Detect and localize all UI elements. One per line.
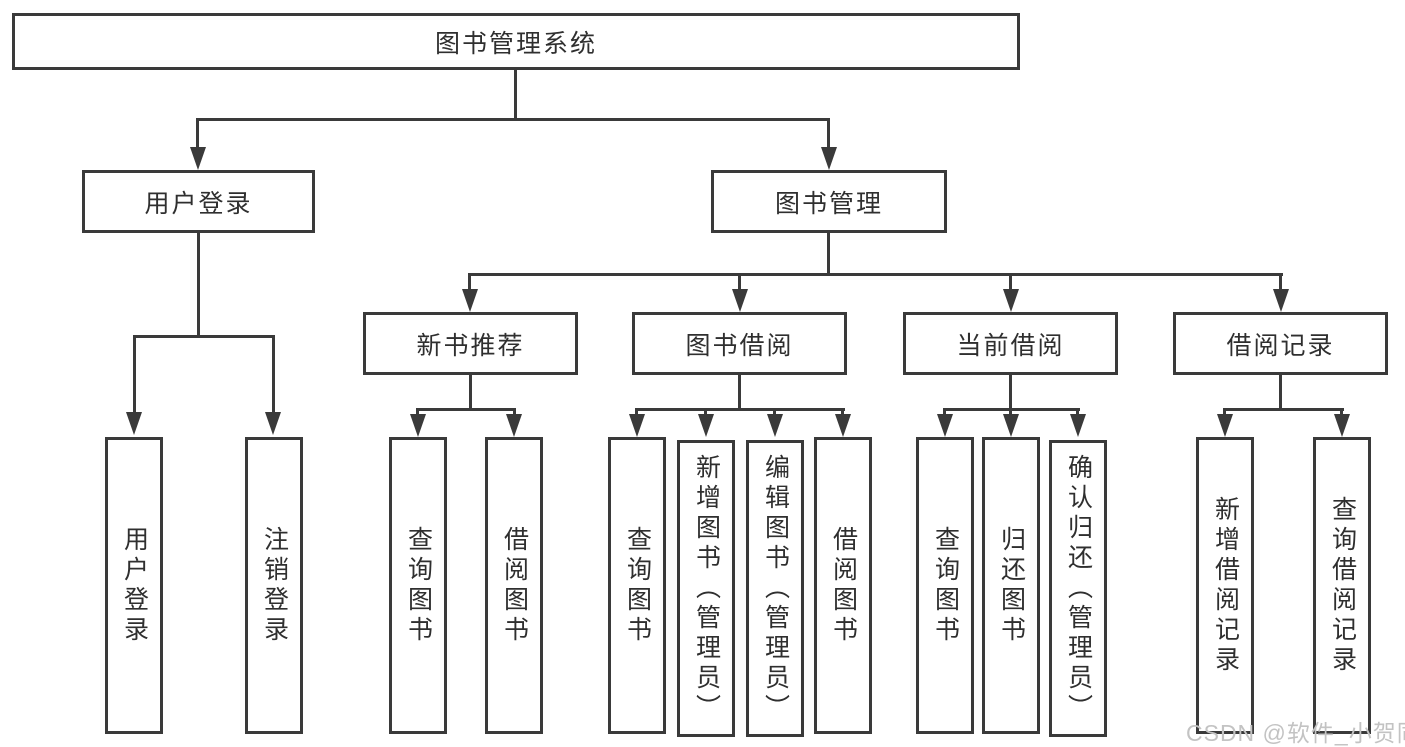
node-user-login-label: 用户登录 [144, 189, 253, 218]
arrowhead [190, 147, 206, 170]
connector-line [468, 273, 471, 291]
node-current-borrow-label: 当前借阅 [956, 331, 1065, 360]
connector-line [469, 375, 472, 408]
node-confirm-return-admin: 确认归还（管理员） [1049, 440, 1107, 737]
connector-line [1009, 273, 1012, 291]
connector-line [738, 273, 741, 291]
arrowhead [462, 289, 478, 312]
node-recommend-query-books: 查询图书 [389, 437, 447, 734]
connector-line [1279, 375, 1282, 408]
arrowhead [1070, 414, 1086, 437]
node-user-login-action-label: 用户登录 [120, 525, 149, 646]
connector-line [416, 408, 419, 418]
arrowhead [506, 414, 522, 437]
node-recommend-borrow-books-label: 借阅图书 [500, 525, 529, 646]
arrowhead [265, 412, 281, 435]
arrowhead [629, 414, 645, 437]
connector-line [827, 233, 830, 273]
arrowhead [410, 414, 426, 437]
connector-line [469, 273, 1283, 276]
connector-line [1279, 273, 1282, 291]
arrowhead [1003, 414, 1019, 437]
node-book-borrow-label: 图书借阅 [685, 331, 794, 360]
arrowhead [821, 147, 837, 170]
arrowhead [937, 414, 953, 437]
node-query-borrow-record: 查询借阅记录 [1313, 437, 1371, 734]
connector-line [1340, 408, 1343, 418]
node-borrow-records: 借阅记录 [1173, 312, 1388, 375]
connector-line [416, 408, 516, 411]
watermark: CSDN @软件_小贺同学 [1186, 720, 1405, 746]
node-edit-books-admin: 编辑图书（管理员） [746, 440, 804, 737]
node-logout-action: 注销登录 [245, 437, 303, 734]
arrowhead [732, 289, 748, 312]
connector-line [1009, 408, 1012, 418]
node-add-borrow-record: 新增借阅记录 [1196, 437, 1254, 734]
node-recommend-query-books-label: 查询图书 [404, 525, 433, 646]
node-current-query-books-label: 查询图书 [931, 525, 960, 646]
arrowhead [835, 414, 851, 437]
arrowhead [1003, 289, 1019, 312]
arrowhead [1217, 414, 1233, 437]
node-current-borrow: 当前借阅 [903, 312, 1118, 375]
connector-line [197, 233, 200, 335]
connector-line [943, 408, 946, 418]
node-return-books: 归还图书 [982, 437, 1040, 734]
connector-line [513, 408, 516, 418]
node-recommend-borrow-books: 借阅图书 [485, 437, 543, 734]
node-logout-action-label: 注销登录 [260, 525, 289, 646]
node-borrow-query-books-label: 查询图书 [623, 525, 652, 646]
node-edit-books-admin-label: 编辑图书（管理员） [761, 453, 790, 724]
connector-line [196, 118, 199, 150]
node-new-book-recommend: 新书推荐 [363, 312, 578, 375]
node-book-management: 图书管理 [711, 170, 947, 233]
connector-line [841, 408, 844, 418]
connector-line [196, 118, 830, 121]
connector-line [704, 408, 707, 418]
connector-line [272, 335, 275, 413]
node-confirm-return-admin-label: 确认归还（管理员） [1064, 453, 1093, 724]
connector-line [514, 70, 517, 118]
node-borrow-borrow-books: 借阅图书 [814, 437, 872, 734]
node-add-books-admin-label: 新增图书（管理员） [692, 453, 721, 724]
arrowhead [1334, 414, 1350, 437]
connector-line [133, 335, 275, 338]
connector-line [635, 408, 845, 411]
connector-line [1223, 408, 1226, 418]
connector-line [827, 118, 830, 150]
node-borrow-query-books: 查询图书 [608, 437, 666, 734]
node-new-book-recommend-label: 新书推荐 [416, 331, 525, 360]
node-add-borrow-record-label: 新增借阅记录 [1211, 495, 1240, 676]
connector-line [133, 335, 136, 413]
connector-line [1223, 408, 1344, 411]
node-library-system-label: 图书管理系统 [434, 29, 597, 58]
connector-line [738, 375, 741, 408]
node-current-query-books: 查询图书 [916, 437, 974, 734]
node-borrow-records-label: 借阅记录 [1226, 331, 1335, 360]
arrowhead [126, 412, 142, 435]
connector-line [1076, 408, 1079, 418]
connector-line [1009, 375, 1012, 408]
connector-line [635, 408, 638, 418]
node-user-login: 用户登录 [82, 170, 315, 233]
node-book-borrow: 图书借阅 [632, 312, 847, 375]
node-borrow-borrow-books-label: 借阅图书 [829, 525, 858, 646]
connector-line [773, 408, 776, 418]
arrowhead [767, 414, 783, 437]
node-return-books-label: 归还图书 [997, 525, 1026, 646]
node-user-login-action: 用户登录 [105, 437, 163, 734]
arrowhead [698, 414, 714, 437]
node-book-management-label: 图书管理 [774, 189, 883, 218]
arrowhead [1273, 289, 1289, 312]
node-add-books-admin: 新增图书（管理员） [677, 440, 735, 737]
node-library-system: 图书管理系统 [12, 13, 1020, 70]
node-query-borrow-record-label: 查询借阅记录 [1328, 495, 1357, 676]
